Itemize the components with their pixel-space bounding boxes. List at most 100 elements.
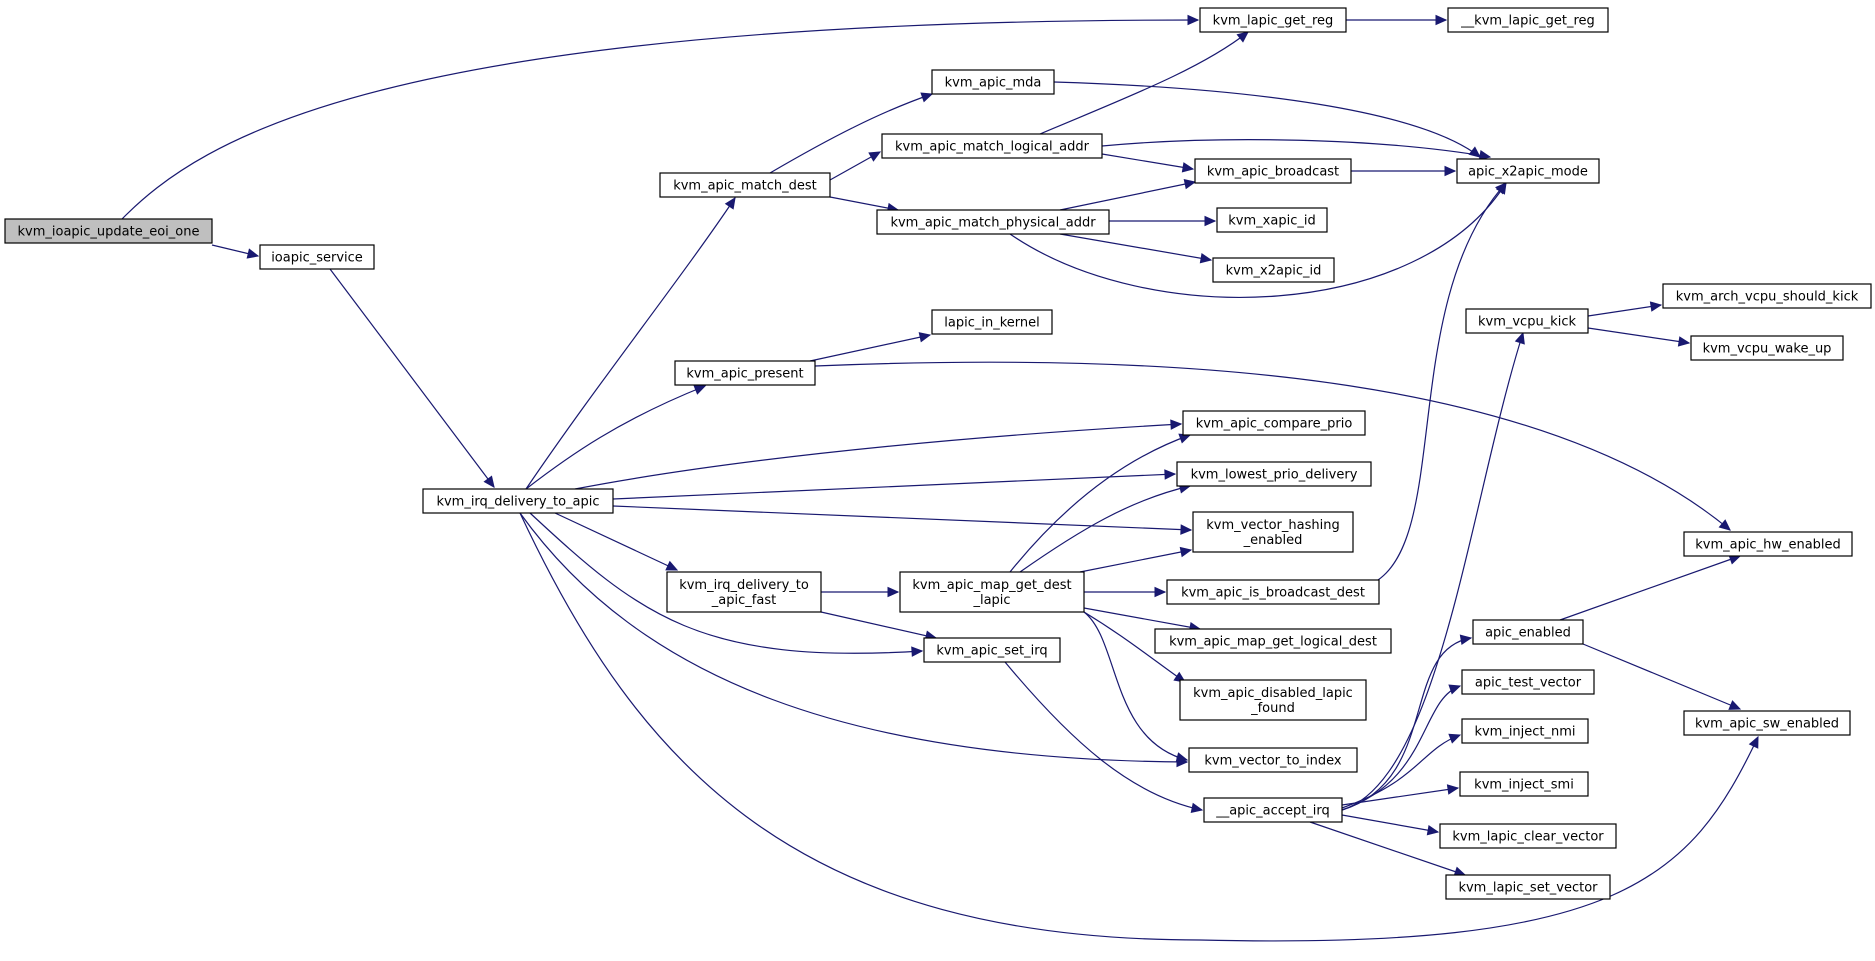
node-kvm_apic_mda[interactable]: kvm_apic_mda — [931, 69, 1055, 95]
node-label: kvm_lapic_get_reg — [1213, 14, 1334, 29]
node-kvm_arch_vcpu_should_kick[interactable]: kvm_arch_vcpu_should_kick — [1662, 283, 1872, 309]
node-label: apic_x2apic_mode — [1468, 165, 1588, 180]
node-ioapic_service[interactable]: ioapic_service — [259, 244, 375, 270]
edge-kvm_irq_delivery_to_apic-to-kvm_apic_set_irq — [529, 512, 924, 657]
node-label: kvm_vcpu_wake_up — [1703, 342, 1832, 357]
edge-line — [1377, 182, 1507, 581]
edge-line — [525, 197, 736, 490]
edge-kvm_apic_map_get_dest_lapic-to-kvm_vector_hashing_enabled — [1079, 546, 1193, 573]
node-label: kvm_apic_hw_enabled — [1695, 538, 1841, 553]
node-label: kvm_x2apic_id — [1226, 264, 1322, 279]
edge-kvm_apic_match_dest-to-kvm_apic_match_logical_addr — [829, 151, 882, 181]
arrowhead — [1514, 331, 1525, 345]
node-box — [1182, 410, 1366, 436]
node-kvm_vector_hashing_enabled[interactable]: kvm_vector_hashing_enabled — [1192, 511, 1354, 553]
arrowhead — [1435, 14, 1448, 26]
edge-line — [1039, 31, 1249, 135]
node-kvm_apic_disabled_lapic_found[interactable]: kvm_apic_disabled_lapic_found — [1179, 679, 1367, 721]
node-box — [674, 360, 816, 386]
node-kvm_irq_delivery_to_apic_fast[interactable]: kvm_irq_delivery_to_apic_fast — [666, 571, 822, 613]
node-kvm_apic_match_physical_addr[interactable]: kvm_apic_match_physical_addr — [876, 209, 1110, 235]
edge-kvm_ioapic_update_eoi_one-to-ioapic_service — [211, 244, 260, 259]
node-kvm_apic_map_get_dest_lapic[interactable]: kvm_apic_map_get_dest_lapic — [899, 571, 1085, 613]
node-kvm_apic_broadcast[interactable]: kvm_apic_broadcast — [1194, 158, 1352, 184]
edge-line — [525, 385, 706, 490]
edge-line — [1083, 607, 1201, 630]
edge-kvm_apic_map_get_dest_lapic-to-kvm_apic_compare_prio — [1009, 433, 1192, 573]
node-box — [1199, 7, 1347, 33]
edge-kvm_apic_present-to-lapic_in_kernel — [809, 332, 932, 362]
arrowhead — [1204, 215, 1217, 227]
node-box — [1203, 797, 1343, 823]
edge-line — [519, 512, 1188, 763]
node-box — [4, 218, 213, 244]
node-kvm_lapic_set_vector[interactable]: kvm_lapic_set_vector — [1445, 874, 1611, 900]
edge-line — [1587, 304, 1662, 317]
node-label: __kvm_lapic_get_reg — [1460, 14, 1595, 29]
edge-kvm_irq_delivery_to_apic-to-kvm_lowest_prio_delivery — [612, 469, 1177, 500]
node-kvm_apic_sw_enabled[interactable]: kvm_apic_sw_enabled — [1683, 710, 1851, 736]
node-kvm_ioapic_update_eoi_one[interactable]: kvm_ioapic_update_eoi_one — [4, 218, 213, 244]
arrowhead — [724, 196, 736, 210]
arrowhead — [246, 248, 260, 259]
node-box — [1192, 511, 1354, 553]
edge-line — [1341, 332, 1524, 811]
node-label: kvm_apic_broadcast — [1207, 165, 1339, 180]
arrowhead — [1444, 165, 1457, 177]
edge-line — [1059, 181, 1196, 211]
node-__kvm_lapic_get_reg[interactable]: __kvm_lapic_get_reg — [1447, 7, 1609, 33]
node-label: kvm_lowest_prio_delivery — [1191, 468, 1358, 483]
node-kvm_x2apic_id[interactable]: kvm_x2apic_id — [1212, 257, 1335, 283]
arrowhead — [918, 332, 932, 343]
node-kvm_inject_smi[interactable]: kvm_inject_smi — [1459, 771, 1589, 797]
node-kvm_apic_compare_prio[interactable]: kvm_apic_compare_prio — [1182, 410, 1366, 436]
edge-__apic_accept_irq-to-kvm_vcpu_kick — [1341, 331, 1525, 811]
node-apic_test_vector[interactable]: apic_test_vector — [1461, 669, 1595, 695]
edge-__apic_accept_irq-to-kvm_lapic_set_vector — [1309, 821, 1467, 877]
node-kvm_lowest_prio_delivery[interactable]: kvm_lowest_prio_delivery — [1176, 461, 1372, 487]
node-kvm_lapic_clear_vector[interactable]: kvm_lapic_clear_vector — [1439, 823, 1617, 849]
node-box — [1154, 628, 1392, 654]
node-kvm_vcpu_kick[interactable]: kvm_vcpu_kick — [1465, 308, 1589, 334]
edge-line — [1004, 661, 1203, 811]
arrowhead — [1180, 524, 1193, 535]
edge-kvm_apic_match_physical_addr-to-kvm_xapic_id — [1109, 215, 1217, 227]
node-kvm_apic_is_broadcast_dest[interactable]: kvm_apic_is_broadcast_dest — [1166, 579, 1380, 605]
node-kvm_apic_present[interactable]: kvm_apic_present — [674, 360, 816, 386]
node-kvm_irq_delivery_to_apic[interactable]: kvm_irq_delivery_to_apic — [422, 488, 614, 514]
node-box — [1662, 283, 1872, 309]
node-box — [422, 488, 614, 514]
edge-kvm_apic_match_physical_addr-to-kvm_apic_broadcast — [1059, 178, 1197, 211]
edge-__apic_accept_irq-to-apic_enabled — [1341, 634, 1473, 811]
node-label: kvm_apic_sw_enabled — [1695, 717, 1839, 732]
node-label: apic_test_vector — [1475, 676, 1582, 691]
node-kvm_lapic_get_reg[interactable]: kvm_lapic_get_reg — [1199, 7, 1347, 33]
node-kvm_apic_hw_enabled[interactable]: kvm_apic_hw_enabled — [1683, 531, 1853, 557]
node-kvm_vector_to_index[interactable]: kvm_vector_to_index — [1188, 747, 1358, 773]
edge-kvm_irq_delivery_to_apic-to-kvm_apic_sw_enabled — [519, 512, 1759, 942]
node-kvm_apic_set_irq[interactable]: kvm_apic_set_irq — [923, 637, 1061, 663]
node-kvm_inject_nmi[interactable]: kvm_inject_nmi — [1461, 718, 1589, 744]
edge-line — [529, 512, 923, 654]
edge-line — [1059, 233, 1212, 261]
edge-kvm_apic_match_logical_addr-to-kvm_apic_broadcast — [1101, 153, 1195, 173]
node-lapic_in_kernel[interactable]: lapic_in_kernel — [931, 309, 1053, 335]
node-kvm_apic_match_dest[interactable]: kvm_apic_match_dest — [659, 172, 831, 198]
edge-kvm_apic_map_get_dest_lapic-to-kvm_apic_map_get_logical_dest — [1083, 607, 1202, 633]
edge-line — [1053, 81, 1481, 158]
node-box — [881, 133, 1103, 159]
node-apic_x2apic_mode[interactable]: apic_x2apic_mode — [1456, 158, 1600, 184]
node-label: kvm_inject_nmi — [1474, 725, 1575, 740]
edge-line — [1587, 327, 1690, 344]
node-kvm_xapic_id[interactable]: kvm_xapic_id — [1216, 207, 1328, 233]
node-__apic_accept_irq[interactable]: __apic_accept_irq — [1203, 797, 1343, 823]
node-kvm_apic_match_logical_addr[interactable]: kvm_apic_match_logical_addr — [881, 133, 1103, 159]
node-apic_enabled[interactable]: apic_enabled — [1472, 619, 1584, 645]
edge-line — [769, 93, 933, 174]
edge-kvm_apic_match_logical_addr-to-apic_x2apic_mode — [1101, 139, 1492, 161]
node-kvm_vcpu_wake_up[interactable]: kvm_vcpu_wake_up — [1690, 335, 1844, 361]
edge-kvm_apic_map_get_dest_lapic-to-kvm_apic_is_broadcast_dest — [1084, 586, 1167, 598]
node-kvm_apic_map_get_logical_dest[interactable]: kvm_apic_map_get_logical_dest — [1154, 628, 1392, 654]
node-label: kvm_lapic_set_vector — [1458, 881, 1598, 896]
